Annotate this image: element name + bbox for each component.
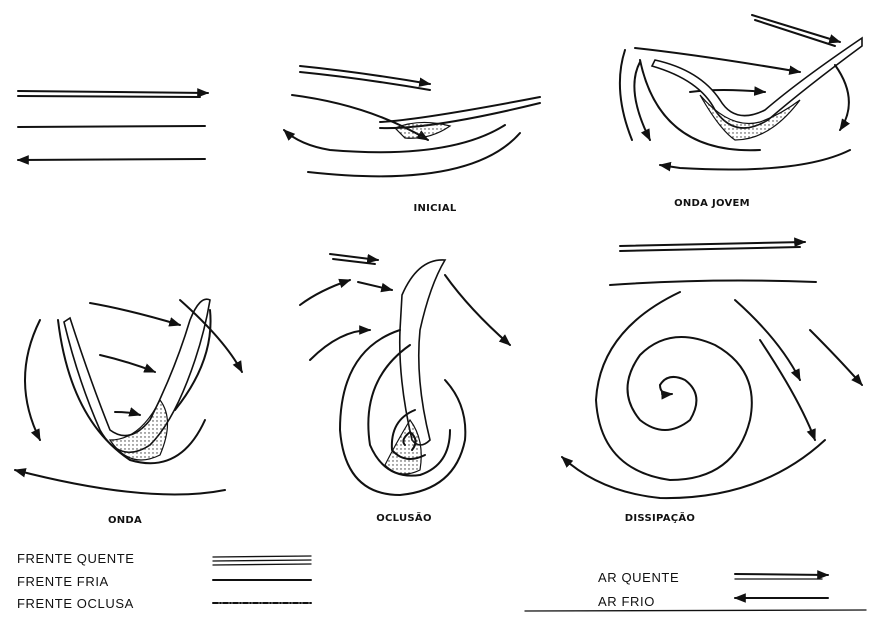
occluding-front-band bbox=[64, 299, 210, 452]
warm-air-arrow bbox=[90, 303, 180, 325]
cold-air-arrow-left bbox=[25, 320, 40, 440]
legend-fronts: FRENTE QUENTE FRENTE FRIA FRENTE OCLUSA bbox=[17, 551, 311, 611]
cold-air-arrow bbox=[284, 125, 505, 152]
label-dissipacao: DISSIPAÇÃO bbox=[625, 511, 695, 524]
cold-air-arrow-lower bbox=[308, 133, 520, 176]
warm-air-arrow-mid bbox=[100, 355, 155, 372]
cold-air-arrow-bottom bbox=[562, 440, 825, 498]
cold-air-arrow-mid bbox=[735, 300, 800, 380]
cold-air-arrow-bottom bbox=[15, 470, 225, 495]
legend-air: AR QUENTE AR FRIO bbox=[525, 570, 866, 611]
cold-air-arrow-right bbox=[810, 330, 862, 385]
panel-inicial: INICIAL bbox=[284, 66, 540, 214]
label-onda-jovem: ONDA JOVEM bbox=[674, 198, 750, 209]
label-onda: ONDA bbox=[108, 515, 142, 526]
front-line-lower bbox=[380, 103, 540, 128]
cold-air-arrow-lower bbox=[760, 340, 815, 440]
label-oclusao: OCLUSÃO bbox=[376, 511, 432, 524]
cold-air-arrow-left bbox=[634, 62, 650, 140]
frontal-wave-area bbox=[395, 122, 450, 138]
spiral-center-arrow bbox=[660, 385, 672, 394]
cold-air-arrow-right bbox=[835, 65, 849, 130]
legend-frente-quente: FRENTE QUENTE bbox=[17, 551, 135, 566]
warm-air-arrow bbox=[620, 242, 805, 246]
legend-ar-quente: AR QUENTE bbox=[598, 570, 679, 585]
cold-air-arrow-upper bbox=[300, 280, 350, 305]
legend-baseline bbox=[525, 610, 866, 611]
warm-air-arrow-top bbox=[752, 15, 840, 42]
outer-flow-left bbox=[620, 50, 632, 140]
warm-front-symbol-line3 bbox=[213, 564, 311, 565]
panel-onda-jovem: ONDA JOVEM bbox=[620, 15, 862, 209]
cold-front-band bbox=[652, 38, 862, 128]
cold-air-arrow-bottom bbox=[660, 150, 850, 170]
warm-air-arrow-line2 bbox=[18, 96, 200, 97]
warm-air-arrow bbox=[18, 91, 208, 93]
cold-air-arrow bbox=[18, 159, 205, 160]
warm-air-symbol bbox=[735, 574, 828, 575]
front-line bbox=[18, 126, 205, 127]
legend-ar-frio: AR FRIO bbox=[598, 594, 655, 609]
occluded-front-band bbox=[400, 260, 445, 445]
dissipation-spiral bbox=[596, 292, 752, 480]
warm-air-arrow-line2 bbox=[620, 247, 800, 251]
warm-air-arrow-inner bbox=[115, 412, 140, 415]
legend-frente-oclusa: FRENTE OCLUSA bbox=[17, 596, 134, 611]
frontal-boundary bbox=[610, 281, 816, 285]
warm-front-symbol-line2 bbox=[213, 560, 311, 561]
warm-air-arrow-lower bbox=[358, 282, 392, 290]
panel-oclusao: OCLUSÃO bbox=[300, 254, 510, 524]
cold-air-arrow-right bbox=[445, 275, 510, 345]
warm-front-symbol-line1 bbox=[213, 556, 311, 557]
panel-onda: ONDA bbox=[15, 299, 242, 526]
panel-initial-flows bbox=[18, 91, 208, 160]
legend-frente-fria: FRENTE FRIA bbox=[17, 574, 109, 589]
label-inicial: INICIAL bbox=[413, 203, 456, 214]
warm-air-arrow-top-line2 bbox=[755, 20, 835, 46]
panel-dissipacao: DISSIPAÇÃO bbox=[562, 242, 862, 524]
